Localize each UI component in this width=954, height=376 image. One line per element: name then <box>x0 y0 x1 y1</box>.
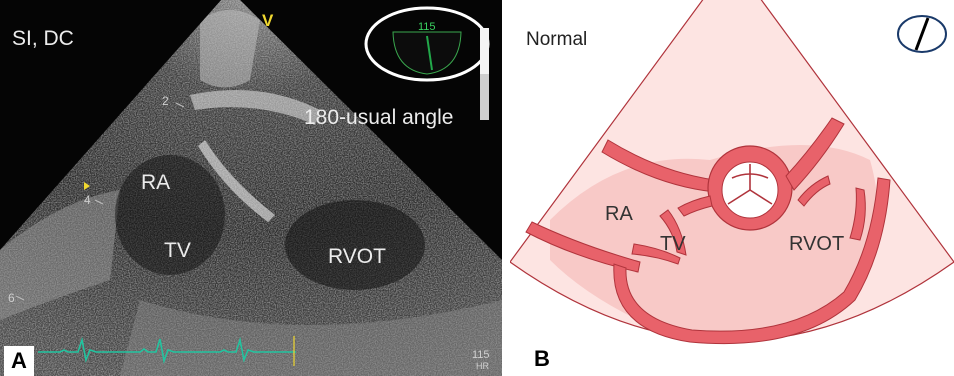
echo-mode-text: SI, DC <box>12 28 74 49</box>
echo-image-panel: SI, DC V 115 180-usual angle 2 4 6 RA TV… <box>0 0 502 376</box>
schematic-graphic <box>510 0 954 376</box>
depth-mark-4: 4 <box>84 194 91 206</box>
depth-mark-2: 2 <box>162 95 169 107</box>
depth-mark-6: 6 <box>8 292 15 304</box>
heart-rate-unit: HR <box>476 362 489 371</box>
echo-label-rvot: RVOT <box>328 246 386 267</box>
schematic-label-tv: TV <box>660 234 686 254</box>
echo-label-tv: TV <box>164 240 191 261</box>
echo-label-ra: RA <box>141 172 170 193</box>
schematic-label-ra: RA <box>605 204 633 224</box>
angle-caption: 180-usual angle <box>304 107 453 128</box>
schematic-title: Normal <box>526 30 587 49</box>
schematic-panel: Normal RA TV RVOT B <box>510 0 954 376</box>
schematic-label-rvot: RVOT <box>789 234 844 254</box>
echo-sector-graphic <box>0 0 502 376</box>
angle-value: 115 <box>418 22 436 33</box>
probe-orientation-marker: V <box>262 12 273 29</box>
panel-b-tag: B <box>534 348 550 370</box>
panel-a-tag: A <box>4 346 34 376</box>
heart-rate-value: 115 <box>472 350 490 361</box>
grayscale-bar-top <box>480 28 489 74</box>
